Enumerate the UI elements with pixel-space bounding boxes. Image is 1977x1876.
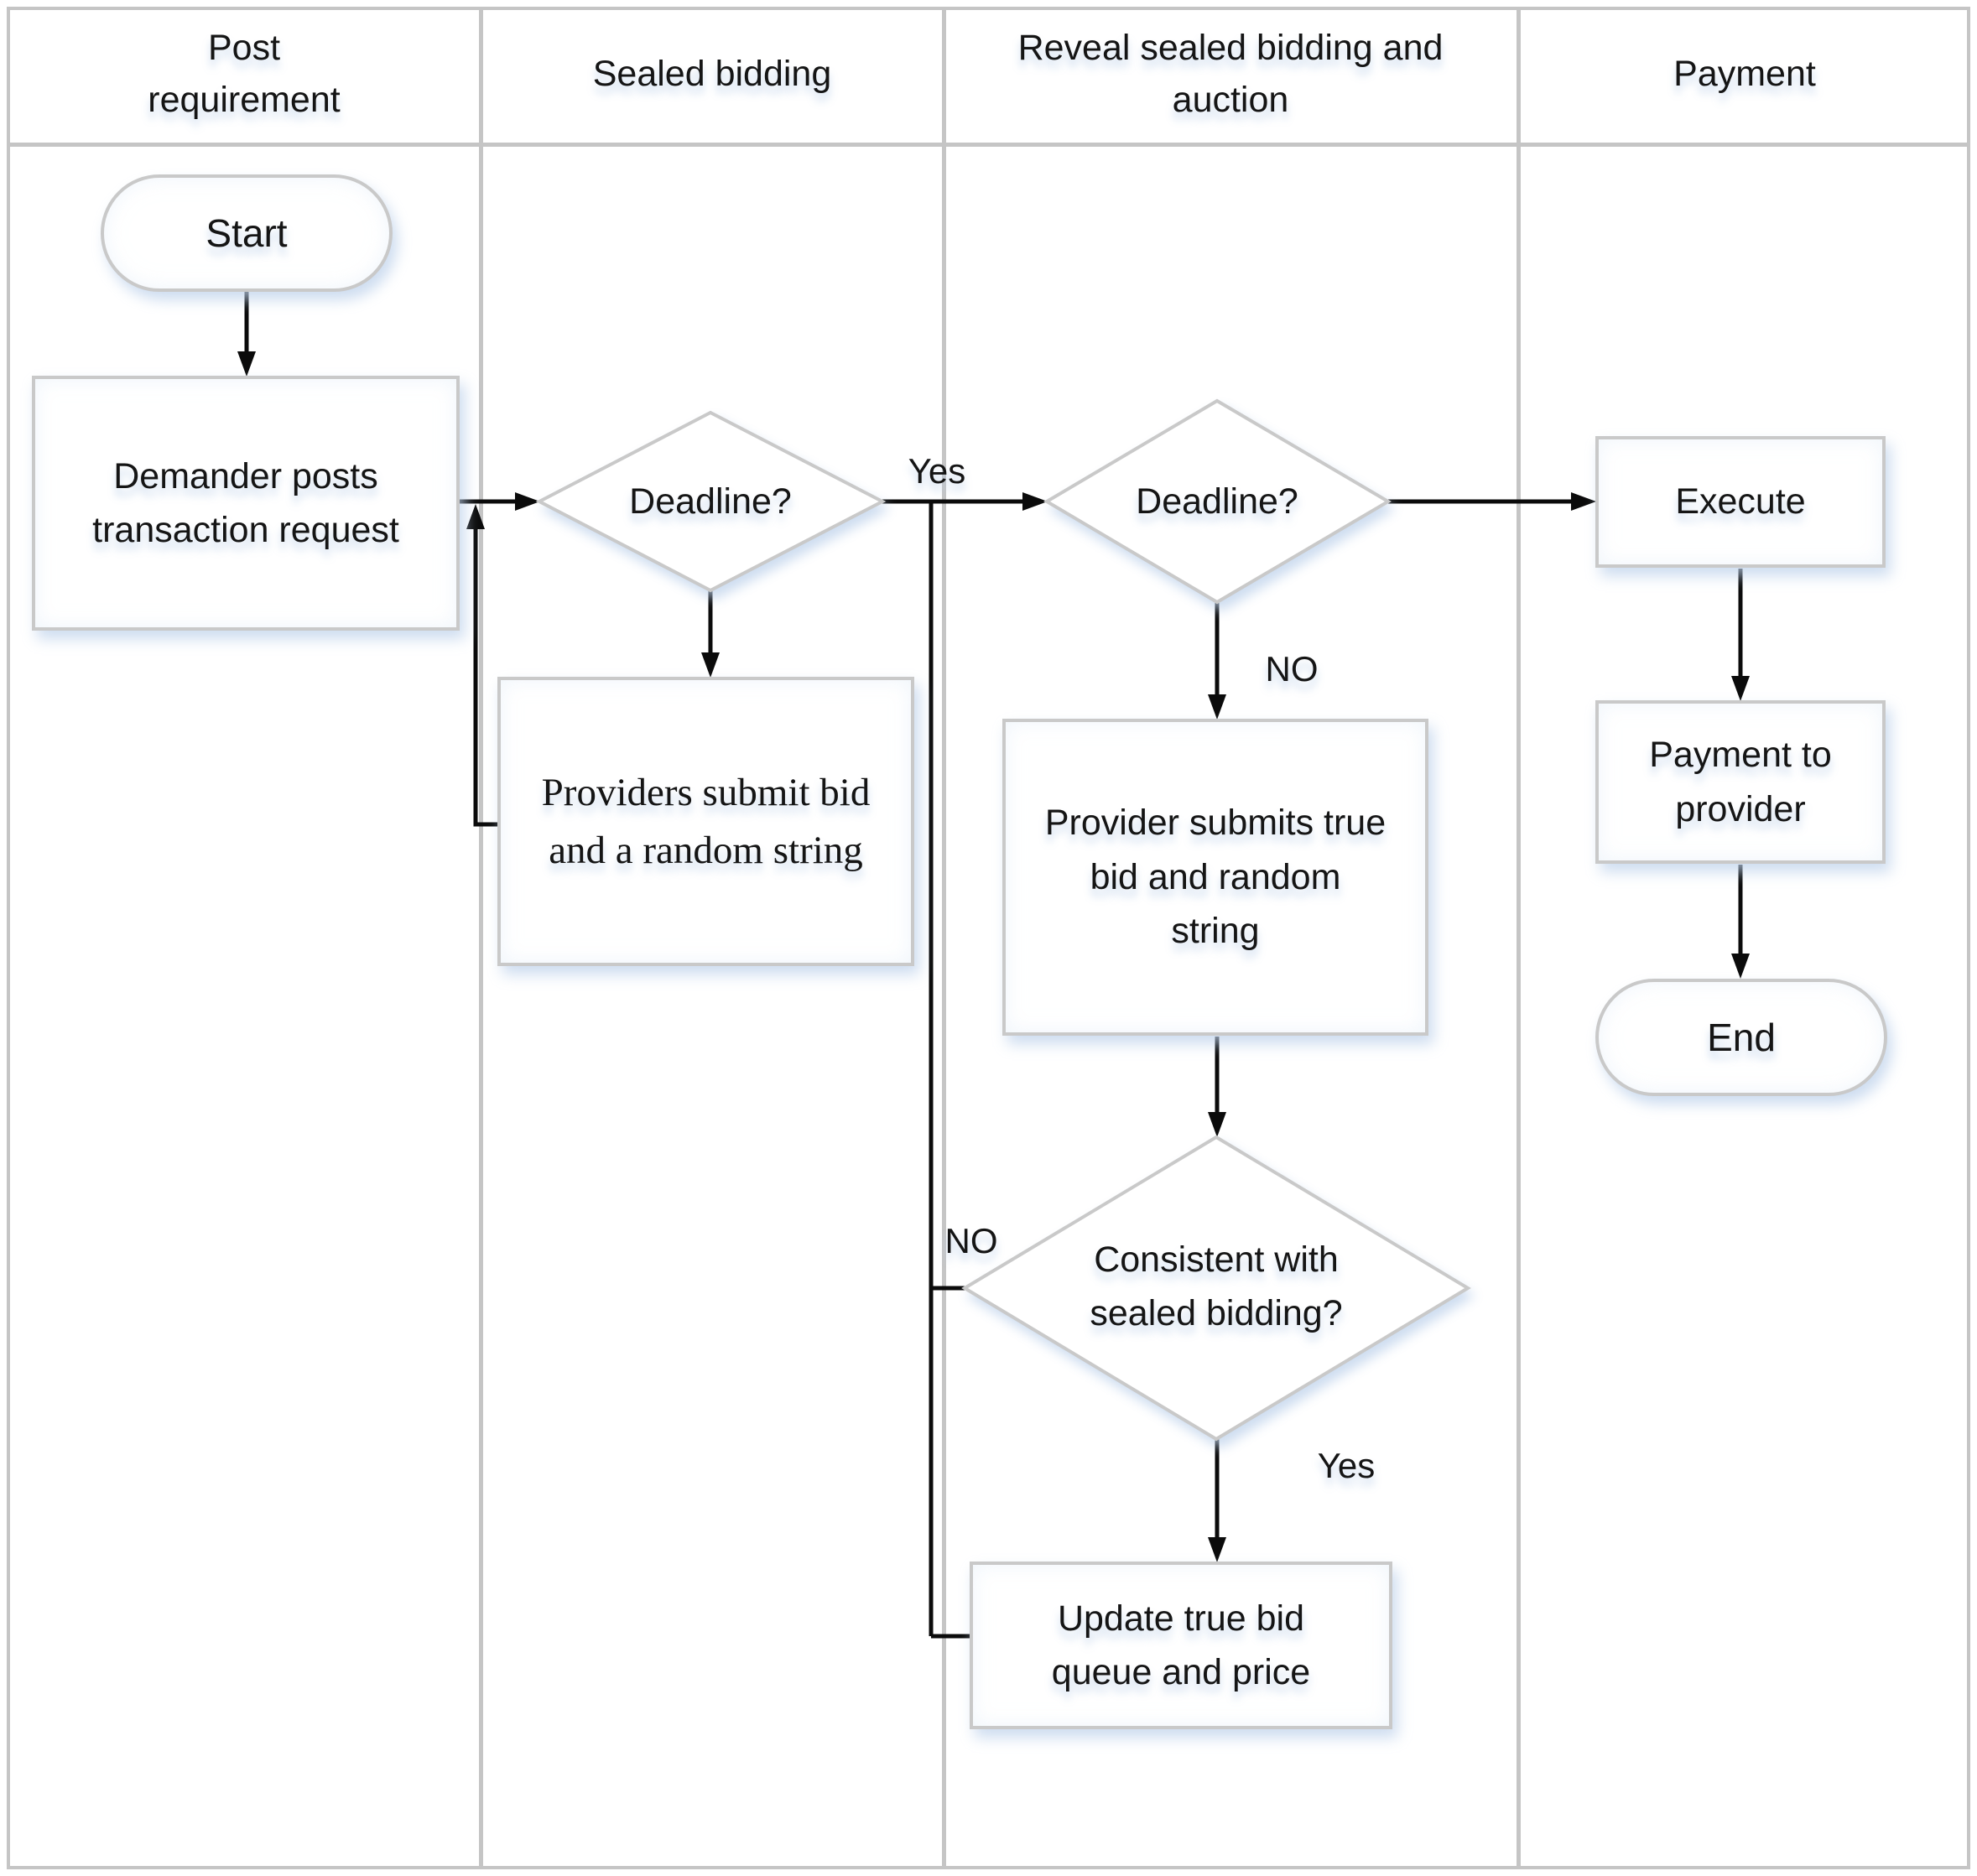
edge-providers-submit-loopback (466, 504, 497, 827)
node-start: Start (101, 174, 393, 292)
node-execute: Execute (1595, 436, 1886, 568)
lane-divider-1 (479, 7, 483, 1869)
label-no-reveal: NO (1265, 649, 1319, 689)
node-providers-submit-bid: Providers submit bid and a random string (497, 677, 914, 966)
node-update-true-bid-queue: Update true bid queue and price (970, 1562, 1392, 1729)
edge-deadline-sealed-no-to-providers-submit (701, 590, 720, 678)
edge-start-to-post-request (237, 292, 256, 377)
lane-divider-3 (1517, 7, 1521, 1869)
label-no-consistent: NO (944, 1221, 998, 1260)
diagram-outer-border (7, 7, 1970, 1869)
node-end: End (1595, 979, 1887, 1096)
edge-return-trunk (929, 501, 971, 1639)
decision-deadline-sealed-label: Deadline? (629, 481, 792, 522)
edge-deadline-sealed-yes-to-deadline-reveal (882, 492, 1048, 511)
node-provider-submits-true-bid: Provider submits true bid and random str… (1002, 719, 1428, 1036)
edge-provider-submits-to-consistent-check (1208, 1037, 1226, 1137)
decision-deadline-sealed-shape (535, 410, 887, 593)
edge-deadline-reveal-no-to-provider-submits (1208, 602, 1226, 720)
label-yes-consistent: Yes (1317, 1446, 1376, 1485)
lane-header-divider (7, 143, 1970, 147)
lane-divider-2 (942, 7, 946, 1869)
edge-payment-to-end (1731, 865, 1750, 979)
edge-post-request-to-deadline-sealed (460, 492, 540, 511)
lane-header-post-requirement: Post requirement (148, 27, 341, 120)
node-demander-posts-request: Demander posts transaction request (32, 376, 460, 631)
lane-header-sealed-bidding: Sealed bidding (592, 53, 832, 94)
decision-consistent-label: Consistent with sealed bidding? (1090, 1239, 1343, 1334)
edge-consistent-yes-to-update-queue (1208, 1439, 1226, 1562)
edge-execute-to-payment (1731, 569, 1750, 701)
edge-deadline-reveal-yes-to-execute (1388, 492, 1596, 511)
lane-header-reveal-auction: Reveal sealed bidding and auction (1017, 27, 1444, 120)
decision-deadline-reveal-label: Deadline? (1136, 481, 1298, 522)
label-yes-sealed: Yes (908, 451, 966, 491)
decision-deadline-reveal-shape (1043, 398, 1392, 605)
lane-header-payment: Payment (1673, 53, 1816, 94)
decision-consistent-shape (961, 1135, 1471, 1442)
node-payment-to-provider: Payment to provider (1595, 700, 1886, 864)
